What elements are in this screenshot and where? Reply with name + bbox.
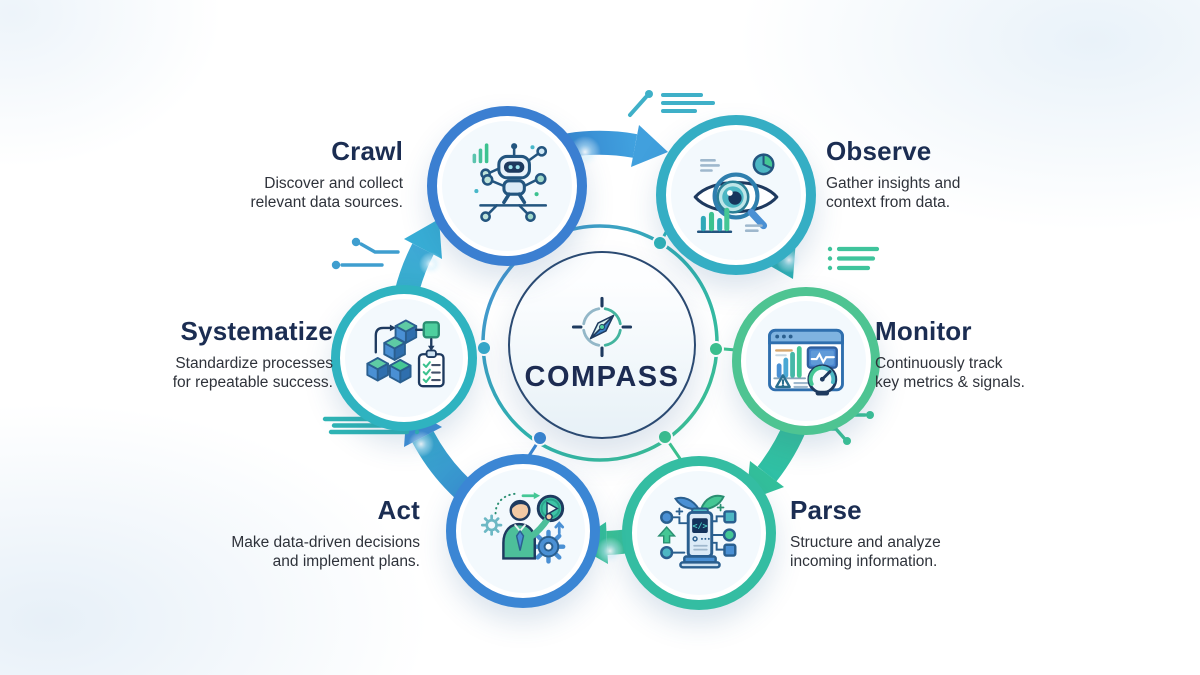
stage-circle-monitor [732, 287, 880, 435]
stage-title-systematize: Systematize [180, 316, 333, 346]
desc-line: Continuously track [875, 355, 1003, 372]
desc-line: Make data-driven decisions [231, 534, 420, 551]
stage-desc-act: Make data-driven decisions and implement… [170, 533, 420, 571]
center-hub: COMPASS [508, 251, 696, 439]
deco-list-top-right [628, 90, 715, 117]
stage-text-systematize: Systematize Standardize processes for re… [83, 316, 333, 392]
robot-icon [472, 143, 548, 222]
desc-line: for repeatable success. [172, 374, 333, 391]
code-glyph: </> [692, 521, 707, 531]
stage-text-crawl: Crawl Discover and collect relevant data… [153, 136, 403, 212]
desc-line: incoming information. [790, 553, 938, 570]
desc-line: Standardize processes [175, 355, 333, 372]
desc-line: Structure and analyze [790, 534, 941, 551]
stage-text-act: Act Make data-driven decisions and imple… [170, 495, 420, 571]
stage-title-act: Act [377, 495, 420, 525]
eye-magnifier-icon [693, 153, 779, 233]
stage-desc-parse: Structure and analyze incoming informati… [790, 533, 1070, 571]
deco-node-lines-left [331, 237, 400, 270]
stage-circle-parse: </> [622, 456, 776, 610]
desc-line: Discover and collect [264, 175, 403, 192]
stage-desc-systematize: Standardize processes for repeatable suc… [83, 354, 333, 392]
stage-circle-crawl [427, 106, 587, 266]
desc-line: relevant data sources. [250, 194, 403, 211]
stage-text-observe: Observe Gather insights and context from… [826, 136, 1086, 212]
stage-title-crawl: Crawl [331, 136, 403, 166]
stage-circle-systematize [331, 285, 477, 431]
dashboard-gauge-icon [768, 328, 844, 396]
stage-text-parse: Parse Structure and analyze incoming inf… [790, 495, 1070, 571]
deco-list-right [827, 246, 880, 271]
parser-machine-icon: </> [657, 494, 737, 569]
stage-text-monitor: Monitor Continuously track key metrics &… [875, 316, 1155, 392]
stage-title-monitor: Monitor [875, 316, 972, 346]
stage-title-observe: Observe [826, 136, 932, 166]
desc-line: Gather insights and [826, 175, 961, 192]
center-title: COMPASS [524, 361, 680, 393]
stage-title-parse: Parse [790, 495, 862, 525]
person-play-gears-icon [480, 492, 566, 564]
stage-circle-act [446, 454, 600, 608]
desc-line: context from data. [826, 194, 951, 211]
desc-line: and implement plans. [272, 553, 420, 570]
stage-desc-crawl: Discover and collect relevant data sourc… [153, 174, 403, 212]
desc-line: key metrics & signals. [875, 374, 1025, 391]
compass-icon [571, 296, 633, 358]
stage-circle-observe [656, 115, 816, 275]
stage-desc-observe: Gather insights and context from data. [826, 174, 1086, 212]
stage-desc-monitor: Continuously track key metrics & signals… [875, 354, 1155, 392]
cubes-checklist-icon [366, 319, 445, 388]
